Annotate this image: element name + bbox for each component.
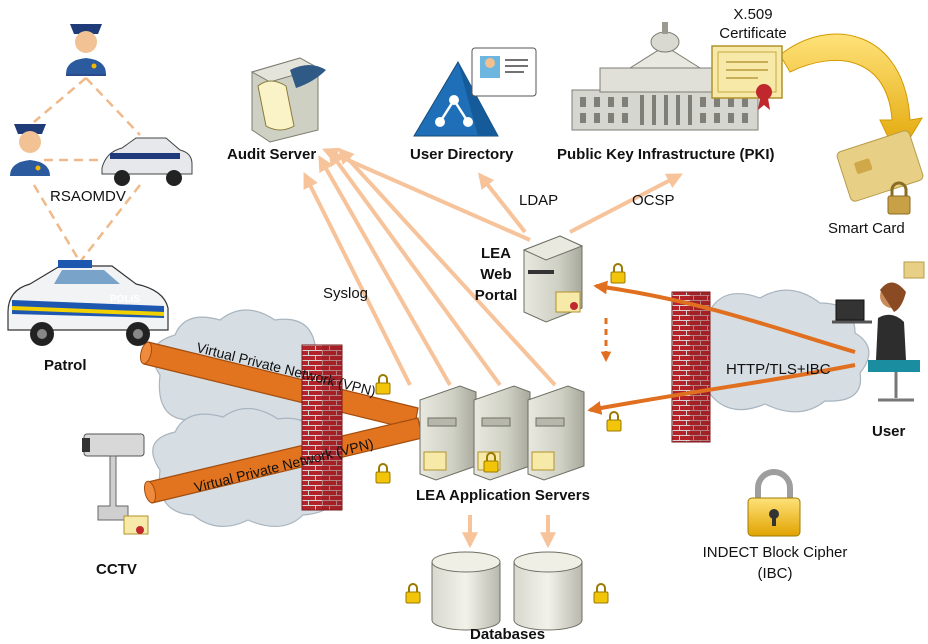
rsaomdv-label: RSAOMDV <box>50 188 126 205</box>
lea-web-portal-server-icon <box>522 235 584 323</box>
padlock-icon <box>375 463 391 484</box>
cctv-camera-icon <box>82 433 149 535</box>
databases-icon <box>431 551 583 631</box>
lea-app-servers-icon <box>419 385 585 481</box>
ibc-label-line2: (IBC) <box>757 565 793 582</box>
smart-card-icon <box>836 130 924 215</box>
cctv-label: CCTV <box>96 561 137 578</box>
ocsp-label: OCSP <box>632 192 675 209</box>
patrol-label: Patrol <box>44 357 87 374</box>
user-directory-icon <box>413 47 537 137</box>
padlock-icon <box>593 583 609 604</box>
user-person-icon <box>832 261 925 402</box>
audit-server-icon <box>250 57 326 143</box>
user-directory-label: User Directory <box>410 146 514 163</box>
padlock-icon <box>405 583 421 604</box>
user-label: User <box>872 423 906 440</box>
lea-web-portal-label-2: Web <box>480 266 512 283</box>
padlock-icon <box>606 411 622 432</box>
padlock-icon <box>610 263 626 284</box>
x509-certificate-icon <box>711 45 783 110</box>
syslog-label: Syslog <box>323 285 369 302</box>
card-arrow <box>779 33 923 160</box>
http-tls-ibc-label: HTTP/TLS+IBC <box>726 361 831 378</box>
police-officer-left-icon <box>10 124 50 176</box>
databases-label: Databases <box>470 626 546 643</box>
patrol-car-icon: POLIS <box>7 260 169 346</box>
ibc-label-line1: INDECT Block Cipher <box>702 544 848 561</box>
service-arrows <box>303 147 683 549</box>
audit-server-label: Audit Server <box>227 146 317 163</box>
pki-label: Public Key Infrastructure (PKI) <box>557 146 775 163</box>
user-connection-arrows <box>587 280 856 415</box>
x509-label-line1: X.509 <box>733 6 773 23</box>
ibc-padlock-icon <box>747 469 801 537</box>
x509-label-line2: Certificate <box>719 25 787 42</box>
police-car-small-icon <box>101 137 193 186</box>
police-officer-top-icon <box>66 24 106 76</box>
padlock-icons <box>375 263 626 604</box>
patrol-car-text: POLIS <box>110 294 140 305</box>
lea-app-servers-label: LEA Application Servers <box>416 487 590 504</box>
lea-web-portal-label-1: LEA <box>481 245 511 262</box>
ldap-label: LDAP <box>519 192 559 209</box>
smart-card-label: Smart Card <box>828 220 905 237</box>
firewalls <box>301 291 711 511</box>
rsaomdv-mesh <box>32 77 141 263</box>
lea-web-portal-label-3: Portal <box>474 287 518 304</box>
pki-building-icon <box>571 22 759 131</box>
padlock-icon <box>483 452 499 473</box>
padlock-icon <box>375 374 391 395</box>
